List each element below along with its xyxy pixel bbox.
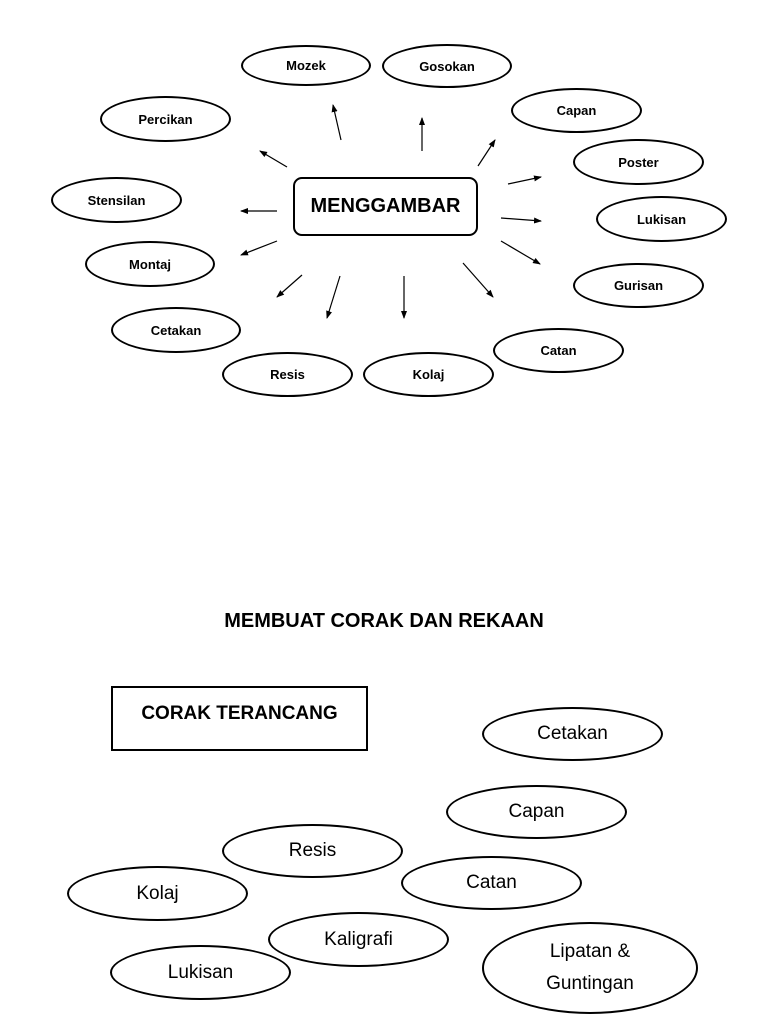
oval-lukisan: Lukisan bbox=[110, 945, 291, 1000]
oval-catan: Catan bbox=[401, 856, 582, 910]
arrow-montaj bbox=[240, 240, 278, 256]
node-cetakan: Cetakan bbox=[111, 307, 241, 353]
arrow-capan bbox=[477, 139, 496, 167]
arrow-percikan bbox=[259, 150, 288, 168]
corak-terancang-box: CORAK TERANCANG bbox=[111, 686, 368, 751]
oval-cetakan: Cetakan bbox=[482, 707, 663, 761]
node-capan: Capan bbox=[511, 88, 642, 133]
arrow-gurisan bbox=[500, 240, 541, 265]
oval-resis: Resis bbox=[222, 824, 403, 878]
node-catan: Catan bbox=[493, 328, 624, 373]
node-percikan: Percikan bbox=[100, 96, 231, 142]
node-stensilan: Stensilan bbox=[51, 177, 182, 223]
arrow-lukisan bbox=[500, 217, 542, 224]
arrow-resis bbox=[326, 275, 341, 319]
node-gurisan: Gurisan bbox=[573, 263, 704, 308]
arrow-cetakan bbox=[276, 274, 303, 298]
node-poster: Poster bbox=[573, 139, 704, 185]
node-resis: Resis bbox=[222, 352, 353, 397]
guntingan-line: Guntingan bbox=[546, 973, 634, 994]
arrow-catan bbox=[462, 262, 494, 298]
node-lukisan: Lukisan bbox=[596, 196, 727, 242]
arrow-poster bbox=[507, 175, 542, 185]
node-mozek: Mozek bbox=[241, 45, 371, 86]
node-kolaj: Kolaj bbox=[363, 352, 494, 397]
node-montaj: Montaj bbox=[85, 241, 215, 287]
lipatan-line: Lipatan & bbox=[549, 941, 631, 962]
section-title: MEMBUAT CORAK DAN REKAAN bbox=[224, 610, 544, 632]
node-gosokan: Gosokan bbox=[382, 44, 512, 88]
arrow-mozek bbox=[331, 104, 342, 141]
oval-kaligrafi: Kaligrafi bbox=[268, 912, 449, 967]
center-node: MENGGAMBAR bbox=[293, 177, 478, 236]
oval-capan: Capan bbox=[446, 785, 627, 839]
oval-lipatan-guntingan: Lipatan & Guntingan bbox=[482, 922, 698, 1014]
oval-kolaj: Kolaj bbox=[67, 866, 248, 921]
